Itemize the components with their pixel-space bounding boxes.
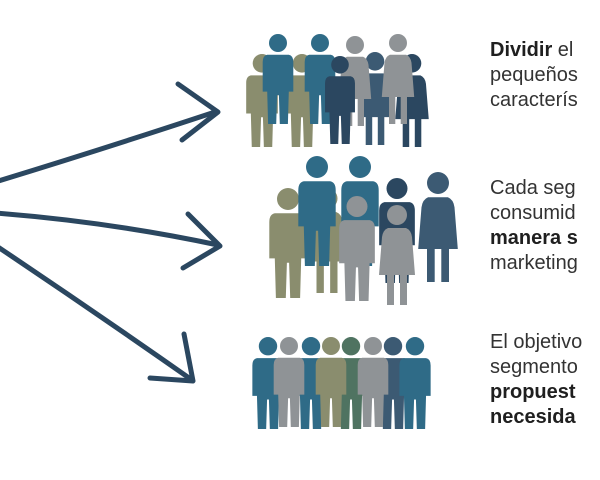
segment-description-3: El objetivo segmento propuest necesida — [490, 330, 600, 430]
arrow-icon — [0, 210, 223, 271]
text-line: propuest — [490, 380, 600, 405]
person-icon — [315, 337, 347, 427]
person-icon — [381, 34, 415, 125]
text-line: El objetivo — [490, 330, 600, 355]
text-run: consumid — [490, 202, 576, 224]
person-icon — [357, 337, 389, 427]
text-line: consumid — [490, 201, 600, 226]
text-line: caracterís — [490, 88, 600, 113]
bold-text: propuest — [490, 381, 576, 403]
text-run: Cada seg — [490, 177, 576, 199]
person-icon — [379, 205, 415, 305]
segment-description-2: Cada seg consumid manera s marketing — [490, 176, 600, 276]
arrow-icon — [0, 245, 196, 384]
text-run: caracterís — [490, 89, 578, 111]
person-icon — [399, 337, 431, 429]
arrow-icon — [0, 81, 221, 184]
text-line: segmento — [490, 355, 600, 380]
person-icon — [269, 188, 307, 298]
text-line: Cada seg — [490, 176, 600, 201]
text-line: manera s — [490, 226, 600, 251]
person-icon — [325, 56, 355, 144]
person-icon — [262, 34, 294, 125]
text-run: pequeños — [490, 64, 578, 86]
customer-group-1 — [240, 28, 440, 153]
text-line: marketing — [490, 251, 600, 276]
bold-text: Dividir — [490, 39, 553, 61]
text-run: segmento — [490, 356, 578, 378]
text-run: marketing — [490, 252, 578, 274]
text-run: el — [552, 39, 574, 61]
bold-text: manera s — [490, 227, 578, 249]
text-line: necesida — [490, 405, 600, 430]
person-icon — [273, 337, 305, 427]
bold-text: necesida — [490, 406, 576, 428]
customer-group-2 — [260, 150, 470, 305]
customer-group-3 — [243, 333, 443, 438]
text-line: pequeños — [490, 63, 600, 88]
text-line: Dividir el — [490, 38, 600, 63]
person-icon — [339, 196, 375, 301]
person-icon — [298, 156, 336, 266]
person-icon — [418, 172, 458, 282]
text-run: El objetivo — [490, 331, 583, 353]
